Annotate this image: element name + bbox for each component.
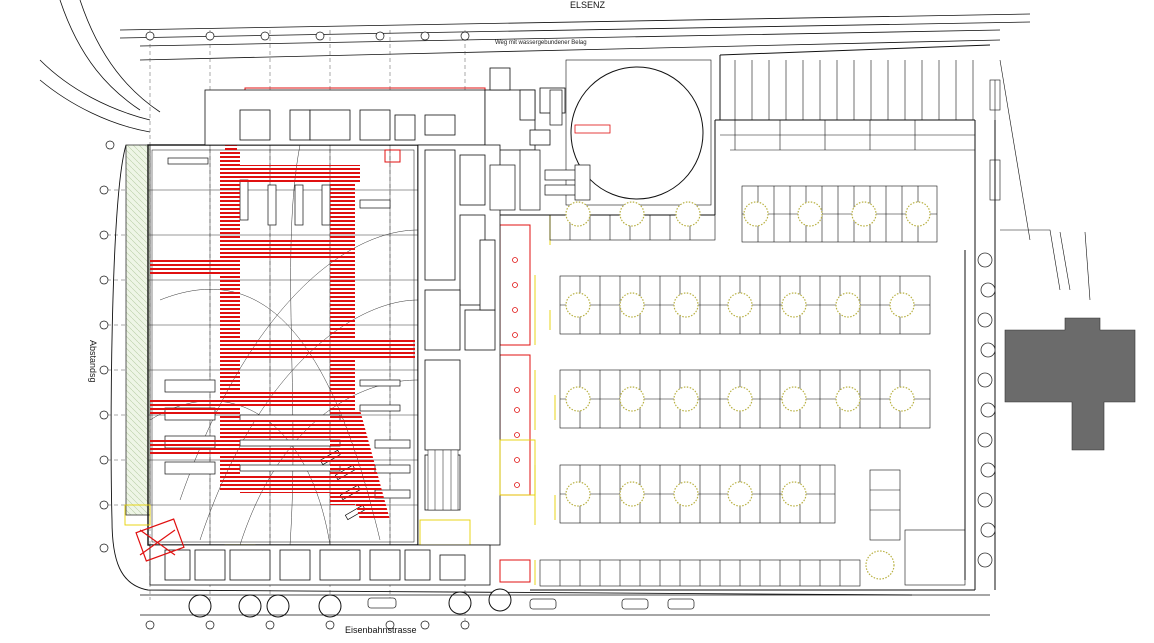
entrance-red	[135, 518, 185, 562]
bottom-trees	[188, 588, 512, 618]
truck-bays	[489, 89, 591, 211]
river-label: ELSENZ	[570, 0, 606, 10]
escalator	[427, 449, 459, 511]
green-strip	[125, 144, 151, 516]
back-of-house	[204, 67, 566, 151]
red-symbols	[512, 257, 520, 488]
parcel-lines	[989, 59, 1091, 301]
grid-axis-markers	[99, 31, 470, 630]
top-path-label: Weg mit wassergebundener Belag	[495, 40, 587, 46]
top-boundary-lines	[39, 0, 1031, 133]
street-lines	[140, 594, 990, 616]
top-parking-stalls	[720, 60, 975, 151]
neighbour-building	[1004, 317, 1136, 451]
parking-row-bottom	[539, 529, 966, 587]
cars	[367, 597, 695, 610]
street-label: Eisenbahnstrasse	[345, 625, 417, 635]
trees	[565, 201, 931, 580]
left-side-label: Abstandsg	[88, 340, 98, 383]
bottom-building-row	[149, 544, 491, 586]
right-hedge	[977, 252, 996, 568]
parking-row-4	[559, 464, 901, 541]
parking-row-1	[549, 185, 938, 243]
site-boundary	[110, 144, 913, 596]
